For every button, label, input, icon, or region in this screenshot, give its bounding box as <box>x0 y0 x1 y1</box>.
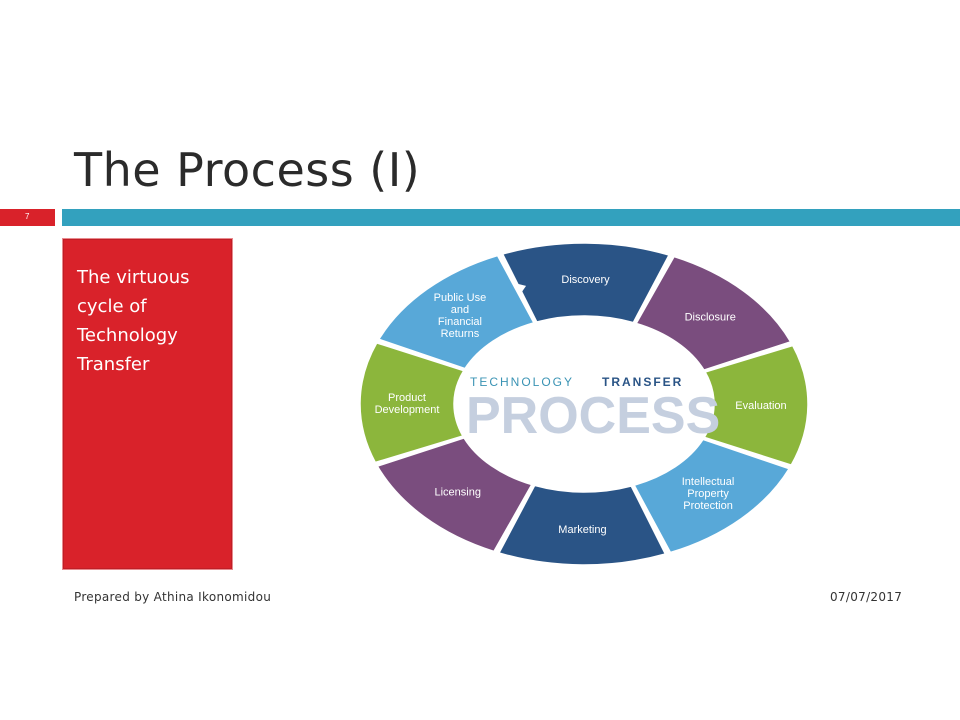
side-panel: The virtuous cycle of Technology Transfe… <box>62 238 233 570</box>
cycle-segment <box>497 484 667 566</box>
cycle-segment-label: Marketing <box>558 524 606 536</box>
cycle-segment-label: Licensing <box>435 487 481 499</box>
diagram-heading-technology: TECHNOLOGY <box>470 375 574 389</box>
side-panel-text: The virtuous cycle of Technology Transfe… <box>77 267 190 375</box>
cycle-segment <box>633 438 791 554</box>
cycle-segment-label: Evaluation <box>735 400 786 412</box>
cycle-segment <box>703 344 808 466</box>
slide-number: 7 <box>25 212 30 221</box>
cycle-arrow-notch <box>514 283 527 294</box>
technology-transfer-cycle-diagram: DiscoveryDisclosureEvaluationIntellectua… <box>359 242 808 566</box>
footer-date: 07/07/2017 <box>830 590 903 604</box>
cycle-segment-label: Disclosure <box>685 311 736 323</box>
cycle-segment <box>501 242 671 324</box>
cycle-segment <box>635 255 792 371</box>
cycle-segment-label: Discovery <box>561 274 610 286</box>
cycle-segments <box>359 242 808 566</box>
diagram-heading-process: PROCESS <box>466 387 720 445</box>
slide-number-badge: 7 <box>0 209 55 226</box>
slide-title: The Process (I) <box>74 143 421 197</box>
cycle-segment <box>377 254 535 370</box>
title-divider-bar <box>62 209 960 226</box>
cycle-segment <box>359 342 465 464</box>
diagram-heading-transfer: TRANSFER <box>602 375 683 389</box>
cycle-labels: DiscoveryDisclosureEvaluationIntellectua… <box>375 274 787 536</box>
footer-author: Prepared by Athina Ikonomidou <box>74 590 272 604</box>
cycle-segment <box>376 437 533 553</box>
